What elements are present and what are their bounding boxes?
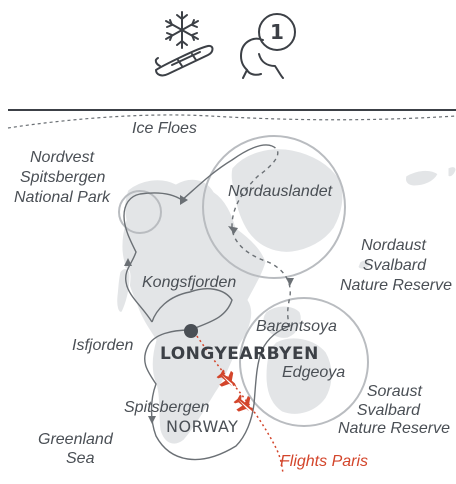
plane-icon — [216, 369, 237, 388]
person-badge-number: 1 — [270, 20, 284, 44]
plane-icon — [233, 394, 254, 413]
label-barentsoya: Barentsoya — [256, 318, 337, 335]
label-soraust-3: Nature Reserve — [338, 420, 450, 437]
snowflake-sled-icon — [154, 11, 214, 77]
highlight-circles — [118, 135, 369, 427]
route-arrow-east — [228, 226, 238, 234]
route-arrow-south — [148, 416, 156, 424]
label-soraust-2: Svalbard — [357, 402, 421, 419]
ice-floes-edge — [7, 114, 456, 129]
label-nordaust-3: Nature Reserve — [340, 277, 452, 294]
nordvest-circle — [118, 190, 162, 234]
label-longyearbyen: LONGYEARBYEN — [160, 344, 319, 364]
ship-route — [123, 144, 291, 461]
route-arrow-barents — [286, 278, 294, 286]
label-greenland-2: Sea — [66, 450, 95, 467]
label-flights: Flights Paris — [280, 453, 368, 470]
label-edgeoya: Edgeoya — [282, 364, 345, 381]
label-norway: NORWAY — [166, 417, 238, 436]
flight-path — [193, 331, 284, 475]
label-nordvest-3: National Park — [14, 189, 111, 206]
longyearbyen-marker — [184, 324, 198, 338]
label-kongsfjorden: Kongsfjorden — [142, 274, 236, 291]
label-ice-floes: Ice Floes — [132, 120, 197, 137]
label-nordvest-1: Nordvest — [30, 149, 95, 166]
land — [116, 148, 456, 445]
person-number-icon: 1 — [240, 13, 296, 79]
route-arrow-west — [124, 258, 132, 266]
label-greenland-1: Greenland — [38, 431, 114, 448]
route-arrows — [124, 195, 294, 424]
label-spitsbergen: Spitsbergen — [124, 399, 209, 416]
label-nordaust-1: Nordaust — [361, 237, 426, 254]
nordauslandet-circle — [202, 135, 346, 279]
route-arrow-north — [180, 195, 188, 205]
label-nordaust-2: Svalbard — [363, 257, 427, 274]
label-nordvest-2: Spitsbergen — [20, 169, 105, 186]
label-nordauslandet: Nordauslandet — [228, 183, 333, 200]
soraust-circle — [239, 297, 369, 427]
label-isfjorden: Isfjorden — [72, 337, 133, 354]
label-soraust-1: Soraust — [367, 383, 423, 400]
